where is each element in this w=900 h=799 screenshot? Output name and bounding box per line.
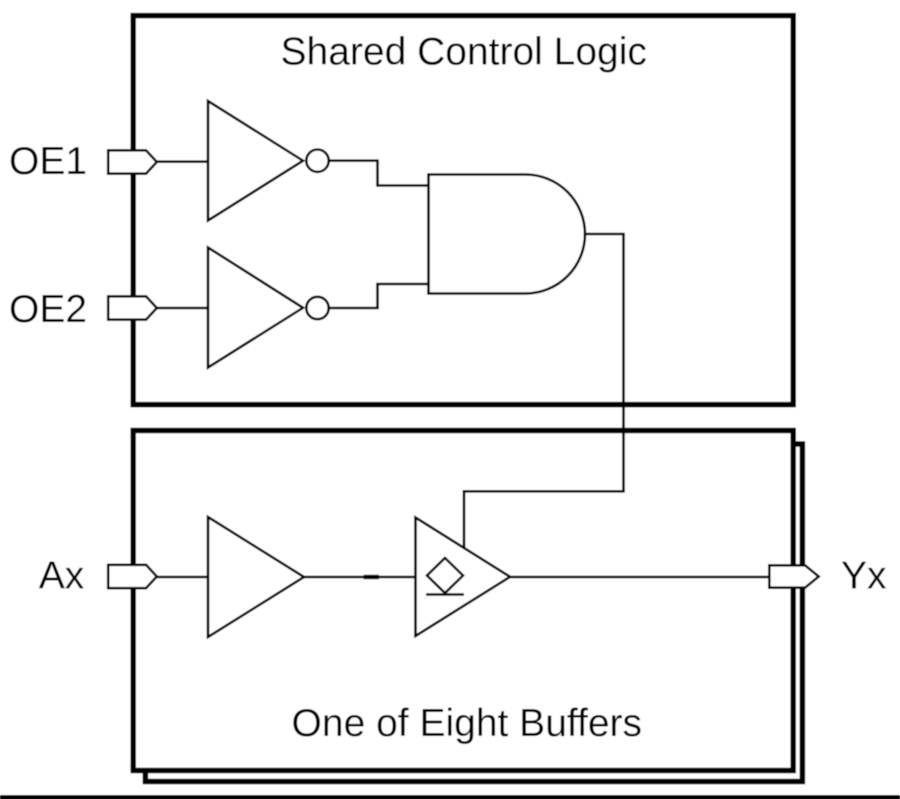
svg-text:Ax: Ax bbox=[39, 554, 85, 597]
svg-text:OE2: OE2 bbox=[9, 288, 87, 331]
svg-text:Shared Control Logic: Shared Control Logic bbox=[281, 30, 647, 73]
svg-text:OE1: OE1 bbox=[9, 140, 87, 183]
svg-text:One of Eight Buffers: One of Eight Buffers bbox=[292, 702, 643, 745]
svg-text:Yx: Yx bbox=[841, 555, 887, 598]
